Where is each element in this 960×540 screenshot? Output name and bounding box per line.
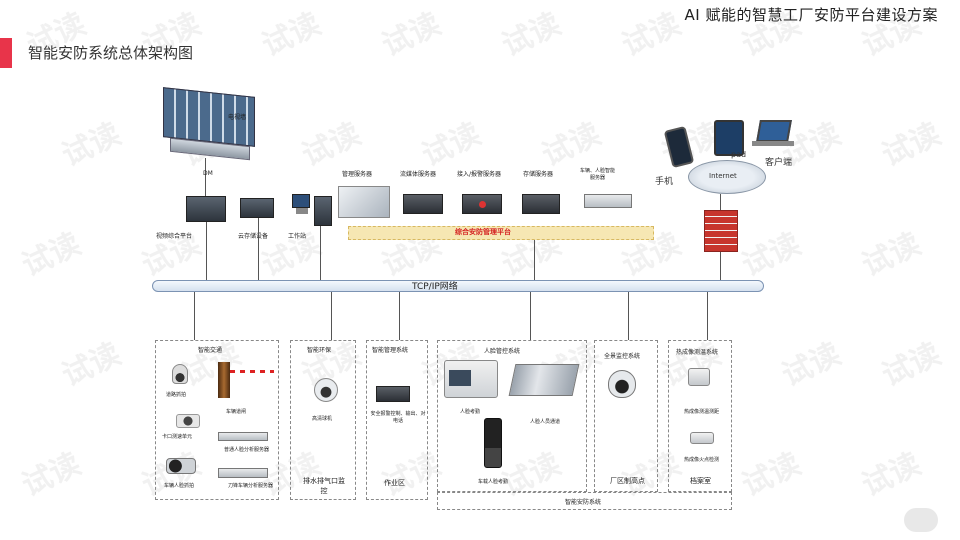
video-platform-device bbox=[186, 196, 226, 222]
thermal-item-label: 热成像火点检测 bbox=[684, 456, 719, 463]
env-title: 智能环保 bbox=[307, 345, 331, 354]
storage-device bbox=[240, 198, 274, 218]
road-camera-icon bbox=[172, 364, 188, 384]
page-nav-pill[interactable] bbox=[904, 508, 938, 532]
smart-security-system-label: 智能安防系统 bbox=[565, 497, 601, 506]
laptop-base bbox=[752, 141, 794, 146]
env-footer: 排水排气口监控 bbox=[302, 476, 346, 496]
face-analysis-server bbox=[218, 432, 268, 441]
access-alarm-server-label: 接入/报警服务器 bbox=[457, 169, 501, 178]
client-pc-label: 客户端 bbox=[765, 155, 792, 168]
drop-line bbox=[206, 222, 207, 282]
access-alarm-server bbox=[462, 194, 502, 214]
vehicle-face-terminal bbox=[484, 418, 502, 468]
vehicle-face-camera-icon bbox=[166, 458, 196, 474]
firewall-icon bbox=[704, 210, 738, 252]
wall-link bbox=[205, 158, 206, 198]
speed-unit-icon bbox=[176, 414, 200, 428]
phone-icon bbox=[664, 126, 695, 168]
mgmt-title: 智能管理系统 bbox=[372, 345, 408, 354]
barrier-arm bbox=[230, 370, 274, 373]
env-camera-label: 高清球机 bbox=[312, 415, 332, 422]
workstation-tower bbox=[314, 196, 332, 226]
drop-line bbox=[530, 292, 531, 340]
dome-camera-icon bbox=[314, 378, 338, 402]
panorama-subsystem-box bbox=[594, 340, 658, 492]
integrated-platform-label: 综合安防管理平台 bbox=[455, 227, 511, 237]
thermal-footer: 档案室 bbox=[690, 476, 711, 486]
traffic-item-label: 普通人脸分析服务器 bbox=[224, 446, 269, 453]
face-vehicle-server bbox=[584, 194, 632, 208]
alarm-controller-device bbox=[376, 386, 410, 402]
thermal-camera-icon bbox=[688, 368, 710, 386]
drop-line bbox=[258, 218, 259, 282]
traffic-item-label: 车辆道闸 bbox=[226, 408, 246, 415]
drop-line bbox=[331, 292, 332, 340]
face-turnstile-device bbox=[509, 364, 580, 396]
face-item-label: 人脸考勤 bbox=[460, 408, 480, 415]
client-pad-label: pad bbox=[731, 150, 746, 159]
panorama-footer: 厂区制高点 bbox=[610, 476, 645, 486]
storage-server-label: 存储服务器 bbox=[523, 169, 553, 178]
face-item-label: 车载人脸考勤 bbox=[478, 478, 508, 485]
platform-link bbox=[534, 240, 535, 282]
workstation-monitor bbox=[292, 194, 310, 208]
thermal-item-label: 热成像测温测距 bbox=[684, 408, 719, 415]
blade-analysis-server bbox=[218, 468, 268, 478]
tcp-ip-network-bus bbox=[152, 280, 764, 292]
video-wall-label: 电视墙 bbox=[228, 112, 246, 121]
drop-line bbox=[707, 292, 708, 340]
drop-line bbox=[194, 292, 195, 340]
traffic-title: 智能交通 bbox=[198, 345, 222, 354]
stream-server-label: 流媒体服务器 bbox=[400, 169, 436, 178]
mgmt-device-label: 安全报警控制、输出、对电话 bbox=[370, 410, 426, 424]
laptop-icon bbox=[756, 120, 792, 142]
thermal-title: 热成像测温系统 bbox=[676, 347, 718, 356]
workstation-stand bbox=[296, 208, 308, 214]
face-vehicle-server-label: 车辆、人脸智能 服务器 bbox=[580, 167, 615, 181]
cloud-firewall-link bbox=[720, 194, 721, 210]
panorama-camera-icon bbox=[608, 370, 636, 398]
video-platform-label: 视频综合平台 bbox=[156, 231, 192, 240]
storage-label: 云存储设备 bbox=[238, 231, 268, 240]
internet-label: Internet bbox=[709, 172, 737, 180]
barrier-gate-icon bbox=[218, 362, 230, 398]
panorama-title: 全景监控系统 bbox=[604, 351, 640, 360]
face-item-label: 人脸人员通道 bbox=[530, 418, 560, 425]
stream-server bbox=[403, 194, 443, 214]
face-terminal-device bbox=[444, 360, 498, 398]
management-server bbox=[338, 186, 390, 218]
traffic-item-label: 卡口测速单元 bbox=[162, 433, 192, 440]
drop-line bbox=[628, 292, 629, 340]
thermal-fire-camera-icon bbox=[690, 432, 714, 444]
workstation-label: 工作站 bbox=[288, 231, 306, 240]
management-server-label: 管理服务器 bbox=[342, 169, 372, 178]
drop-line bbox=[320, 226, 321, 282]
traffic-item-label: 刀锋车辆分析服务器 bbox=[228, 482, 273, 489]
storage-server bbox=[522, 194, 560, 214]
firewall-bus-link bbox=[720, 252, 721, 282]
traffic-item-label: 车辆人脸抓拍 bbox=[164, 482, 194, 489]
tcp-ip-label: TCP/IP网络 bbox=[412, 279, 458, 292]
drop-line bbox=[399, 292, 400, 340]
traffic-item-label: 道路抓拍 bbox=[166, 391, 186, 398]
face-title: 人脸管控系统 bbox=[484, 346, 520, 355]
nvr-label: DM bbox=[203, 170, 213, 177]
thermal-subsystem-box bbox=[668, 340, 732, 492]
client-phone-label: 手机 bbox=[655, 174, 673, 187]
mgmt-footer: 作业区 bbox=[384, 478, 405, 488]
